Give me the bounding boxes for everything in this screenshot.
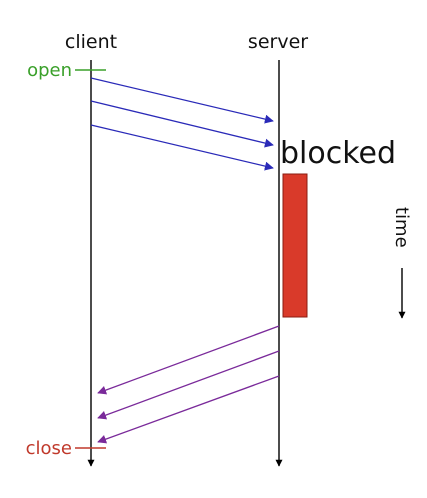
request-arrow	[90, 124, 274, 171]
client-label: client	[65, 31, 117, 53]
request-arrow	[90, 100, 274, 148]
time-axis-label: time	[391, 207, 412, 248]
request-arrow	[90, 77, 274, 124]
blocked-label: blocked	[280, 136, 396, 171]
close-event-label: close	[26, 438, 72, 459]
response-arrow	[97, 350, 280, 420]
response-arrow	[97, 325, 280, 395]
blocked-bar	[282, 173, 308, 318]
response-arrow	[97, 375, 280, 444]
server-label: server	[248, 31, 308, 53]
open-event-label: open	[27, 60, 72, 81]
